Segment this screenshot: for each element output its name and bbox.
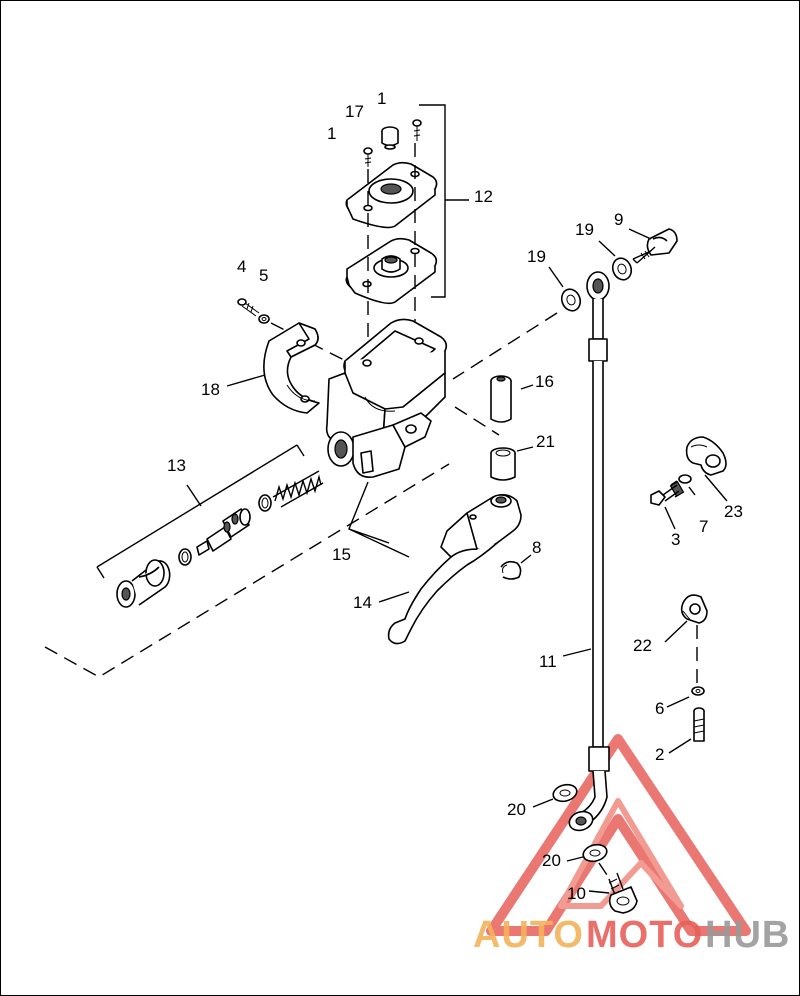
callout-11: 11: [539, 652, 557, 671]
clamp-screw-lower: [693, 707, 705, 742]
brake-line: [568, 271, 610, 832]
clamp-washer-small: [691, 686, 705, 696]
callout-7: 7: [699, 517, 708, 536]
callout-22: 22: [633, 636, 652, 655]
upper-washer-left: [560, 288, 582, 312]
upper-washer-right: [611, 257, 633, 281]
clip-spacer: [669, 474, 692, 498]
callout-9: 9: [614, 210, 623, 229]
callout-18: 18: [201, 380, 220, 399]
lower-line-clamp: [680, 594, 708, 624]
lower-washer-lower: [582, 843, 608, 863]
watermark-text: AUTO MOTO HUB: [473, 914, 790, 956]
clamp-screw: [237, 298, 260, 317]
retaining-ring: [500, 560, 522, 580]
reservoir-cover-assembly: [345, 104, 469, 361]
callout-21: 21: [536, 432, 555, 451]
lower-washer-upper: [552, 783, 578, 803]
callout-19-left: 19: [527, 247, 546, 266]
callout-3: 3: [671, 530, 680, 549]
line-clip: [685, 436, 727, 476]
reservoir-cover: [345, 161, 438, 229]
watermark-word-3: HUB: [705, 914, 790, 956]
cover-screw-right: [412, 119, 422, 141]
return-spring: [272, 470, 324, 508]
cover-screw-left: [363, 147, 373, 167]
callout-20-upper: 20: [507, 800, 526, 819]
callout-4: 4: [237, 257, 246, 276]
reservoir-diaphragm: [345, 237, 438, 305]
callout-15: 15: [332, 545, 351, 564]
callout-10: 10: [567, 884, 586, 903]
brake-lever: [387, 493, 522, 645]
clamp-washer: [258, 314, 270, 324]
watermark-word-2: MOTO: [586, 914, 703, 956]
pivot-pin: [490, 375, 512, 423]
banjo-bolt-lower: [608, 872, 638, 914]
callout-20-lower: 20: [542, 851, 561, 870]
watermark-word-1: AUTO: [473, 914, 584, 956]
callout-1-top: 1: [377, 89, 386, 108]
callout-2: 2: [655, 745, 664, 764]
callout-12: 12: [474, 187, 493, 206]
callout-14: 14: [353, 593, 372, 612]
piston-cup-seal: [258, 494, 272, 512]
piston-boot: [116, 559, 171, 608]
callout-8: 8: [532, 538, 541, 557]
sight-glass: [381, 126, 399, 150]
handlebar-clamp: [263, 322, 320, 414]
master-cylinder-body: [325, 318, 448, 479]
pivot-bushing: [490, 447, 516, 481]
callout-23: 23: [724, 502, 743, 521]
callout-19-right: 19: [575, 220, 594, 239]
clip-screw: [650, 484, 680, 506]
piston: [196, 508, 251, 556]
callout-5: 5: [259, 266, 268, 285]
callout-13: 13: [167, 456, 186, 475]
callout-17: 17: [345, 102, 364, 121]
callout-6: 6: [655, 699, 664, 718]
piston-o-ring: [178, 548, 192, 566]
banjo-bolt-upper: [632, 228, 678, 264]
callout-16: 16: [535, 372, 554, 391]
callout-1-left: 1: [327, 124, 336, 143]
callout-labels: 1 1 17 12 4 5 18 19 19 9 16 21 13 15 8 1…: [167, 89, 743, 903]
